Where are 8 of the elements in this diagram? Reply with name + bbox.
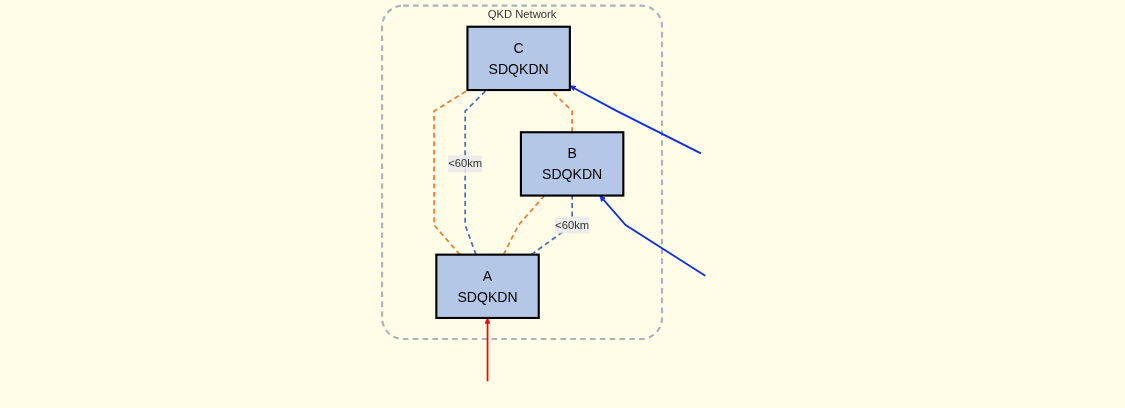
- node-box: C SDQKDN: [466, 25, 571, 92]
- arrow: [569, 85, 702, 155]
- node-box: A SDQKDN: [435, 253, 540, 319]
- node-box: B SDQKDN: [519, 131, 625, 197]
- edge-label: <60km: [555, 218, 590, 231]
- arrow: [484, 317, 491, 383]
- arrow: [599, 195, 707, 277]
- edge-label: <60km: [448, 157, 483, 170]
